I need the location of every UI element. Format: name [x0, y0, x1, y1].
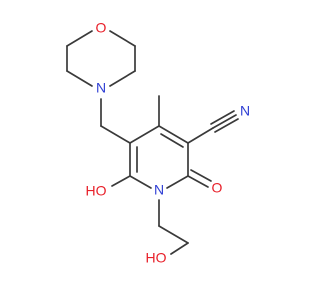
bond	[166, 175, 189, 189]
bond	[187, 127, 214, 144]
bond	[129, 125, 160, 144]
molecule-structure: O N N O N HO HO	[66, 20, 250, 266]
bond	[109, 70, 136, 87]
bond	[212, 114, 237, 129]
bond	[187, 175, 209, 188]
bond	[129, 175, 152, 189]
bond	[109, 30, 136, 47]
morpholine-nitrogen-label: N	[96, 80, 106, 96]
bond	[170, 242, 189, 255]
bond	[66, 30, 93, 47]
chain-hydroxy-label: HO	[146, 250, 167, 266]
nitrile-nitrogen-label: N	[240, 103, 250, 119]
bond	[160, 133, 184, 148]
bond	[210, 110, 235, 125]
ketone-oxygen-label: O	[212, 180, 223, 196]
ring-hydroxy-label: HO	[86, 183, 107, 199]
bond	[158, 225, 189, 244]
bond	[190, 169, 212, 182]
bond	[158, 125, 189, 144]
bond	[100, 125, 131, 144]
bond	[111, 175, 131, 187]
ring-nitrogen-label: N	[154, 182, 164, 198]
bond	[66, 70, 93, 87]
bond	[214, 118, 239, 133]
morpholine-oxygen-label: O	[96, 20, 107, 36]
